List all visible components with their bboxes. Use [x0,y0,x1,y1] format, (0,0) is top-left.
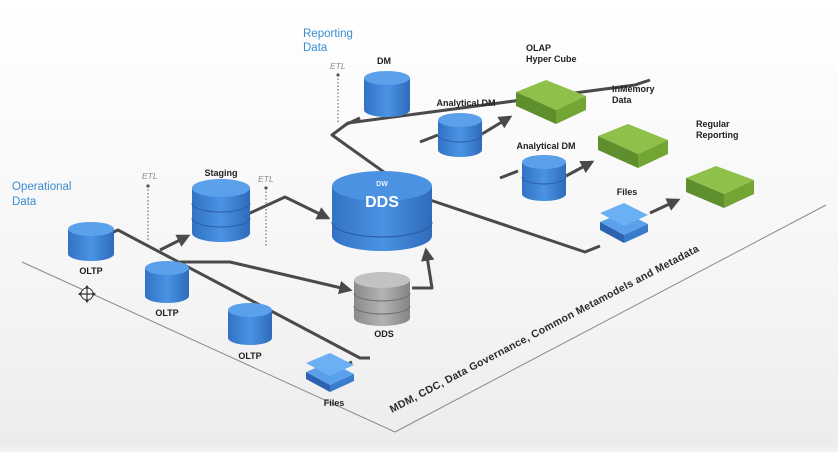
files-right-label: Files [617,187,638,197]
analytical-dm-2-database: Analytical DM [516,141,576,201]
oltp-2-database: OLTP [145,261,189,318]
section-operational-data: Operational Data [12,181,71,208]
analytical-dm-1-label: Analytical DM [436,98,495,108]
ods-label: ODS [374,329,394,339]
section-operational-line1: Operational [12,181,71,193]
section-reporting-line1: Reporting [303,28,353,40]
section-reporting-data: Reporting Data [303,28,353,54]
dm-database: DM [364,56,410,117]
oltp-1-label: OLTP [79,266,102,276]
oltp-3-database: OLTP [228,303,272,361]
etl-label-1: ETL [142,171,158,181]
adm1-to-olap [481,115,513,136]
oltp-2-label: OLTP [155,308,178,318]
trunk-to-dm [344,116,361,127]
section-operational-line2: Data [12,196,37,208]
analytical-dm-2-label: Analytical DM [516,141,575,151]
ods-database: ODS [353,272,411,339]
files-bottom-label: Files [324,398,345,408]
olap-hyper-cube: OLAP Hyper Cube [516,43,586,124]
files-to-regular [649,198,681,215]
baseline-text: MDM, CDC, Data Governance, Common Metamo… [388,243,701,416]
inmemory-data-cube: InMemory Data [598,84,668,168]
regular-reporting-label-line1: Regular [696,119,730,129]
oltp-1-database: OLTP [68,222,114,276]
staging-to-dds [247,195,331,220]
dm-label: DM [377,56,391,66]
olap-label-line1: OLAP [526,43,551,53]
dds-data-warehouse: DW DDS [331,171,433,251]
dw-label: DW [376,181,388,188]
trunk-to-analytical-dm2 [499,169,519,180]
regular-reporting-cube: Regular Reporting [686,119,754,208]
move-cursor-icon [78,285,96,303]
analytical-dm-1-database: Analytical DM [436,98,496,157]
adm2-to-inmemory [565,160,595,178]
oltp-3-label: OLTP [238,351,261,361]
etl-label-3: ETL [330,61,346,71]
files-right-stack: Files [600,187,648,243]
etl-markers: ETL ETL ETL [142,61,346,246]
trunk-to-analytical-dm1 [419,133,439,144]
etl-label-2: ETL [258,174,274,184]
dds-label: DDS [365,194,399,211]
files-bottom-stack: Files [306,353,354,408]
inmemory-label-line1: InMemory [612,84,655,94]
section-reporting-line2: Data [303,42,328,54]
dds-to-files-trunk [429,198,601,254]
trunk-to-ods [180,260,353,295]
olap-label-line2: Hyper Cube [526,54,577,64]
staging-label: Staging [205,168,238,178]
inmemory-label-line2: Data [612,95,633,105]
staging-database: Staging [191,168,251,242]
ods-to-dds [412,247,435,290]
regular-reporting-label-line2: Reporting [696,130,739,140]
trunk-to-staging [159,234,191,252]
